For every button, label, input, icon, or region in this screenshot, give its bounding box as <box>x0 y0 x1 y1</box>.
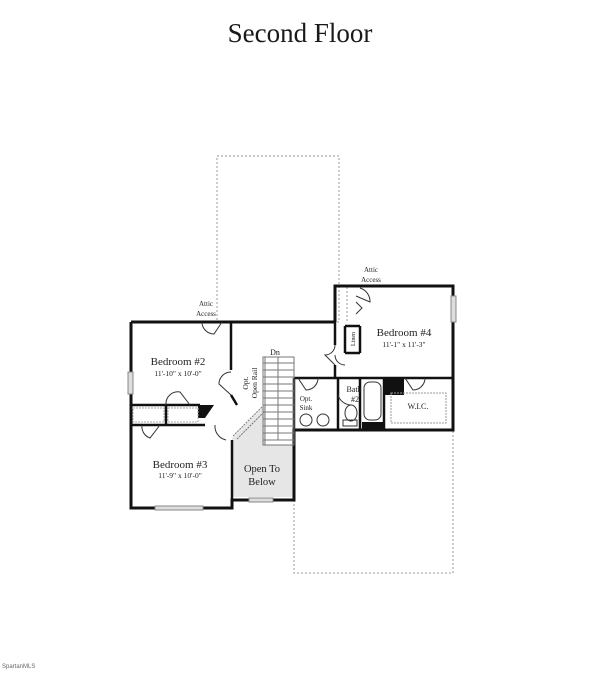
attic-access-1-line2: Access <box>196 310 216 318</box>
bedroom4-dims: 11'-1" x 11'-3" <box>382 340 425 349</box>
staircase <box>232 356 295 446</box>
stairs-down-label: Dn <box>270 348 280 357</box>
bedroom4-name: Bedroom #4 <box>377 327 432 339</box>
bedroom3-name: Bedroom #3 <box>153 459 208 471</box>
linen-label: Linen <box>351 332 357 346</box>
open-rail-line2: Open Rail <box>250 368 259 399</box>
attic-access-1-line1: Attic <box>199 300 213 308</box>
bedroom3-dims: 11'-9" x 10'-0" <box>158 471 202 480</box>
open-below-line1: Open To <box>244 464 280 475</box>
bath2-line1: Bath <box>346 385 361 394</box>
opt-sink-line1: Opt. <box>300 395 313 403</box>
door-swings <box>141 287 426 441</box>
bath2-line2: #2 <box>351 395 359 404</box>
interior-walls <box>131 322 453 500</box>
windows <box>127 295 457 511</box>
attic-access-2-line2: Access <box>361 276 381 284</box>
open-to-below-area <box>232 405 265 497</box>
watermark: SpartanMLS <box>2 664 36 670</box>
bedroom2-name: Bedroom #2 <box>151 356 206 368</box>
open-below-line2: Below <box>248 477 276 488</box>
wic-label: W.I.C. <box>408 402 429 411</box>
fixtures <box>132 381 447 427</box>
page-title: Second Floor <box>227 18 373 48</box>
attic-access-2-line1: Attic <box>364 266 378 274</box>
open-rail-line1: Opt. <box>241 376 250 389</box>
bedroom2-dims: 11'-10" x 10'-0" <box>154 369 201 378</box>
opt-sink-line2: Sink <box>300 404 313 412</box>
